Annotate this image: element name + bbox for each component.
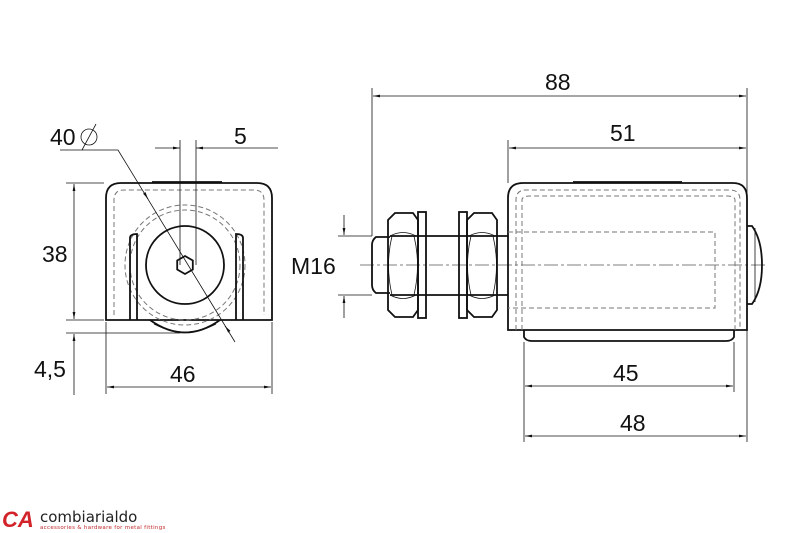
dim-wheel-protrusion: 4,5 [34,356,66,382]
front-view [105,181,273,334]
dim-total-length: 88 [545,69,571,95]
logo-tagline: accessories & hardware for metal fitting… [40,525,166,531]
dim-diameter: 40 [50,124,76,150]
dim-height: 38 [42,241,68,267]
side-view [360,181,768,342]
dim-offset: 5 [234,123,247,149]
brand-logo: CA combiarialdo accessories & hardware f… [2,507,166,532]
dim-plate-length: 45 [613,360,639,386]
front-view-dimensions: 40 5 38 4,5 46 [34,123,278,395]
dim-overall-body: 48 [620,410,646,436]
dim-thread: M16 [291,253,336,279]
logo-mark-icon: CA [2,507,34,532]
logo-name: combiarialdo [40,508,137,526]
hex-socket-icon [176,254,194,276]
side-view-dimensions: M16 88 51 45 48 [291,69,748,442]
dim-width-front: 46 [170,361,196,387]
dim-body-length: 51 [610,120,636,146]
